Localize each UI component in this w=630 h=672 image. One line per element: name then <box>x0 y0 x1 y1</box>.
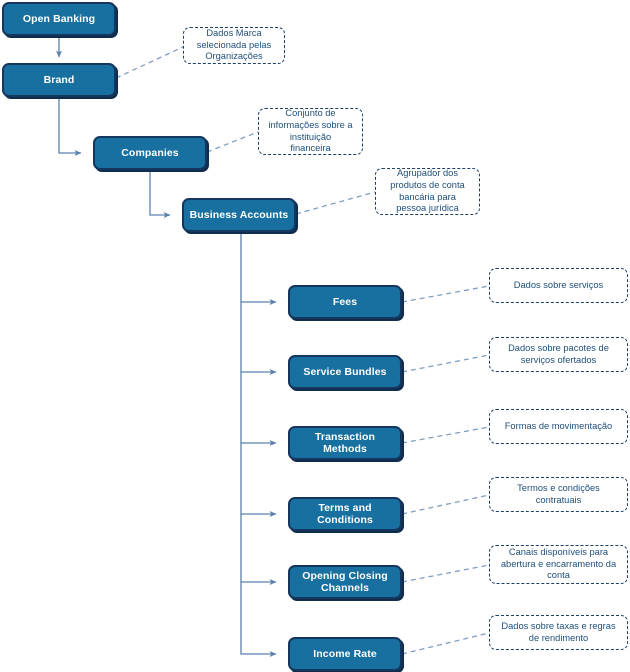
edge-terms-and-conditions-note <box>401 494 490 515</box>
node-fees[interactable]: Fees <box>288 285 402 319</box>
hierarchy-connectors <box>56 36 277 657</box>
node-service-bundles[interactable]: Service Bundles <box>288 355 402 389</box>
note-opening-closing-channels: Canais disponíveis para abertura e encar… <box>489 545 628 584</box>
node-open-banking[interactable]: Open Banking <box>2 2 116 36</box>
edge-brand-companies <box>58 97 82 156</box>
node-opening-closing-channels[interactable]: Opening Closing Channels <box>288 565 402 599</box>
edge-ba-income-rate <box>240 582 277 657</box>
note-companies: Conjunto de informações sobre a institui… <box>258 108 363 155</box>
note-business-accounts: Agrupador dos produtos de conta bancária… <box>375 168 480 215</box>
edge-companies-note <box>206 131 259 153</box>
edge-transaction-methods-note <box>401 426 490 444</box>
note-terms-and-conditions: Termos e condições contratuais <box>489 477 628 512</box>
node-business-accounts[interactable]: Business Accounts <box>182 198 296 232</box>
note-income-rate: Dados sobre taxas e regras de rendimento <box>489 615 628 650</box>
edge-ba-terms-and-conditions <box>240 443 277 517</box>
edge-income-rate-note <box>401 632 490 655</box>
edge-fees-note <box>401 285 490 303</box>
note-fees: Dados sobre serviços <box>489 268 628 303</box>
note-transaction-methods: Formas de movimentação <box>489 409 628 444</box>
edge-opening-closing-note <box>401 564 490 583</box>
edge-service-bundles-note <box>401 354 490 373</box>
note-brand: Dados Marca selecionada pelas Organizaçõ… <box>183 27 285 64</box>
node-brand[interactable]: Brand <box>2 63 116 97</box>
node-transaction-methods[interactable]: Transaction Methods <box>288 426 402 460</box>
edge-business-accounts-note <box>295 191 376 215</box>
edge-ba-fees <box>240 232 277 305</box>
edge-ba-service-bundles <box>240 302 277 375</box>
edge-ba-transaction-methods <box>240 372 277 446</box>
edge-ba-opening-closing-channels <box>240 514 277 585</box>
edge-companies-business-accounts <box>149 170 171 218</box>
note-service-bundles: Dados sobre pacotes de serviços ofertado… <box>489 337 628 372</box>
node-income-rate[interactable]: Income Rate <box>288 637 402 671</box>
node-terms-and-conditions[interactable]: Terms and Conditions <box>288 497 402 531</box>
node-companies[interactable]: Companies <box>93 136 207 170</box>
edge-brand-note <box>115 46 184 79</box>
